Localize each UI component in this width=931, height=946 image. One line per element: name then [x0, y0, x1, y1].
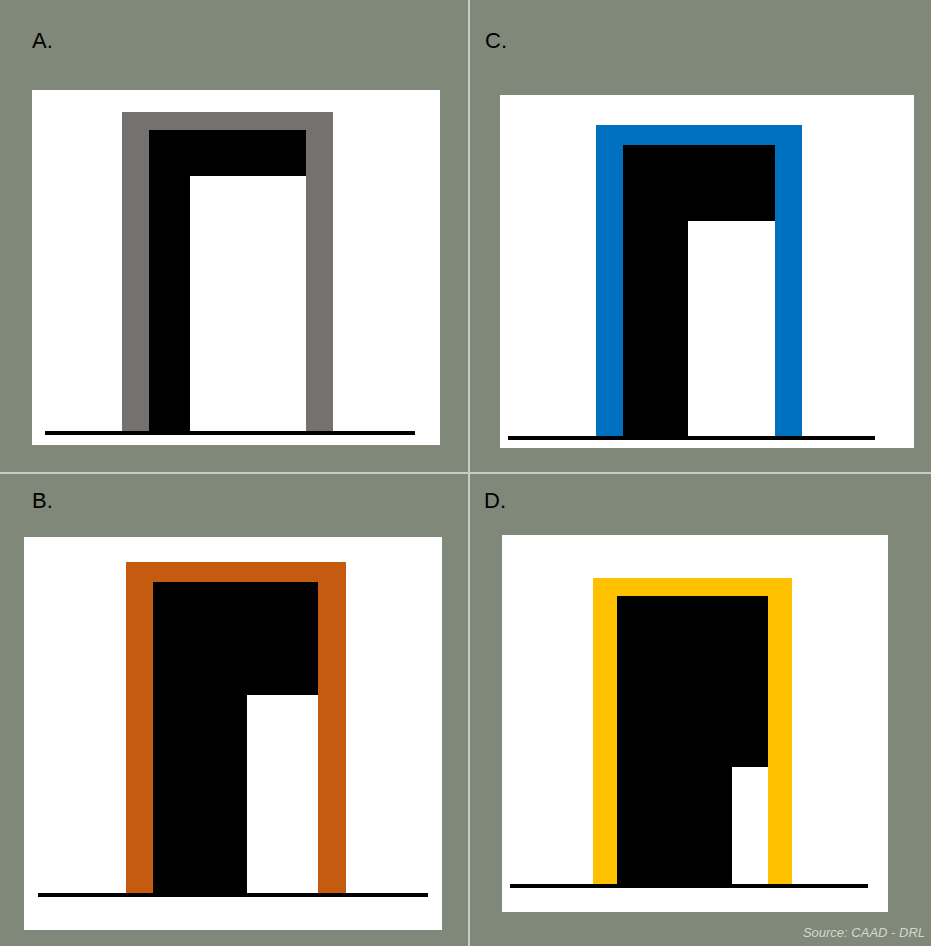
door-a: [32, 90, 440, 445]
panel-letter: D.: [484, 488, 506, 514]
source-note: Source: CAAD - DRL: [803, 925, 925, 940]
door-b: [24, 537, 442, 930]
panel-letter: C.: [485, 28, 507, 54]
panel-divider: [0, 472, 931, 474]
panel-letter: A.: [32, 28, 53, 54]
panel-letter: B.: [32, 488, 53, 514]
door-c: [500, 95, 914, 448]
door-d: [502, 535, 888, 912]
